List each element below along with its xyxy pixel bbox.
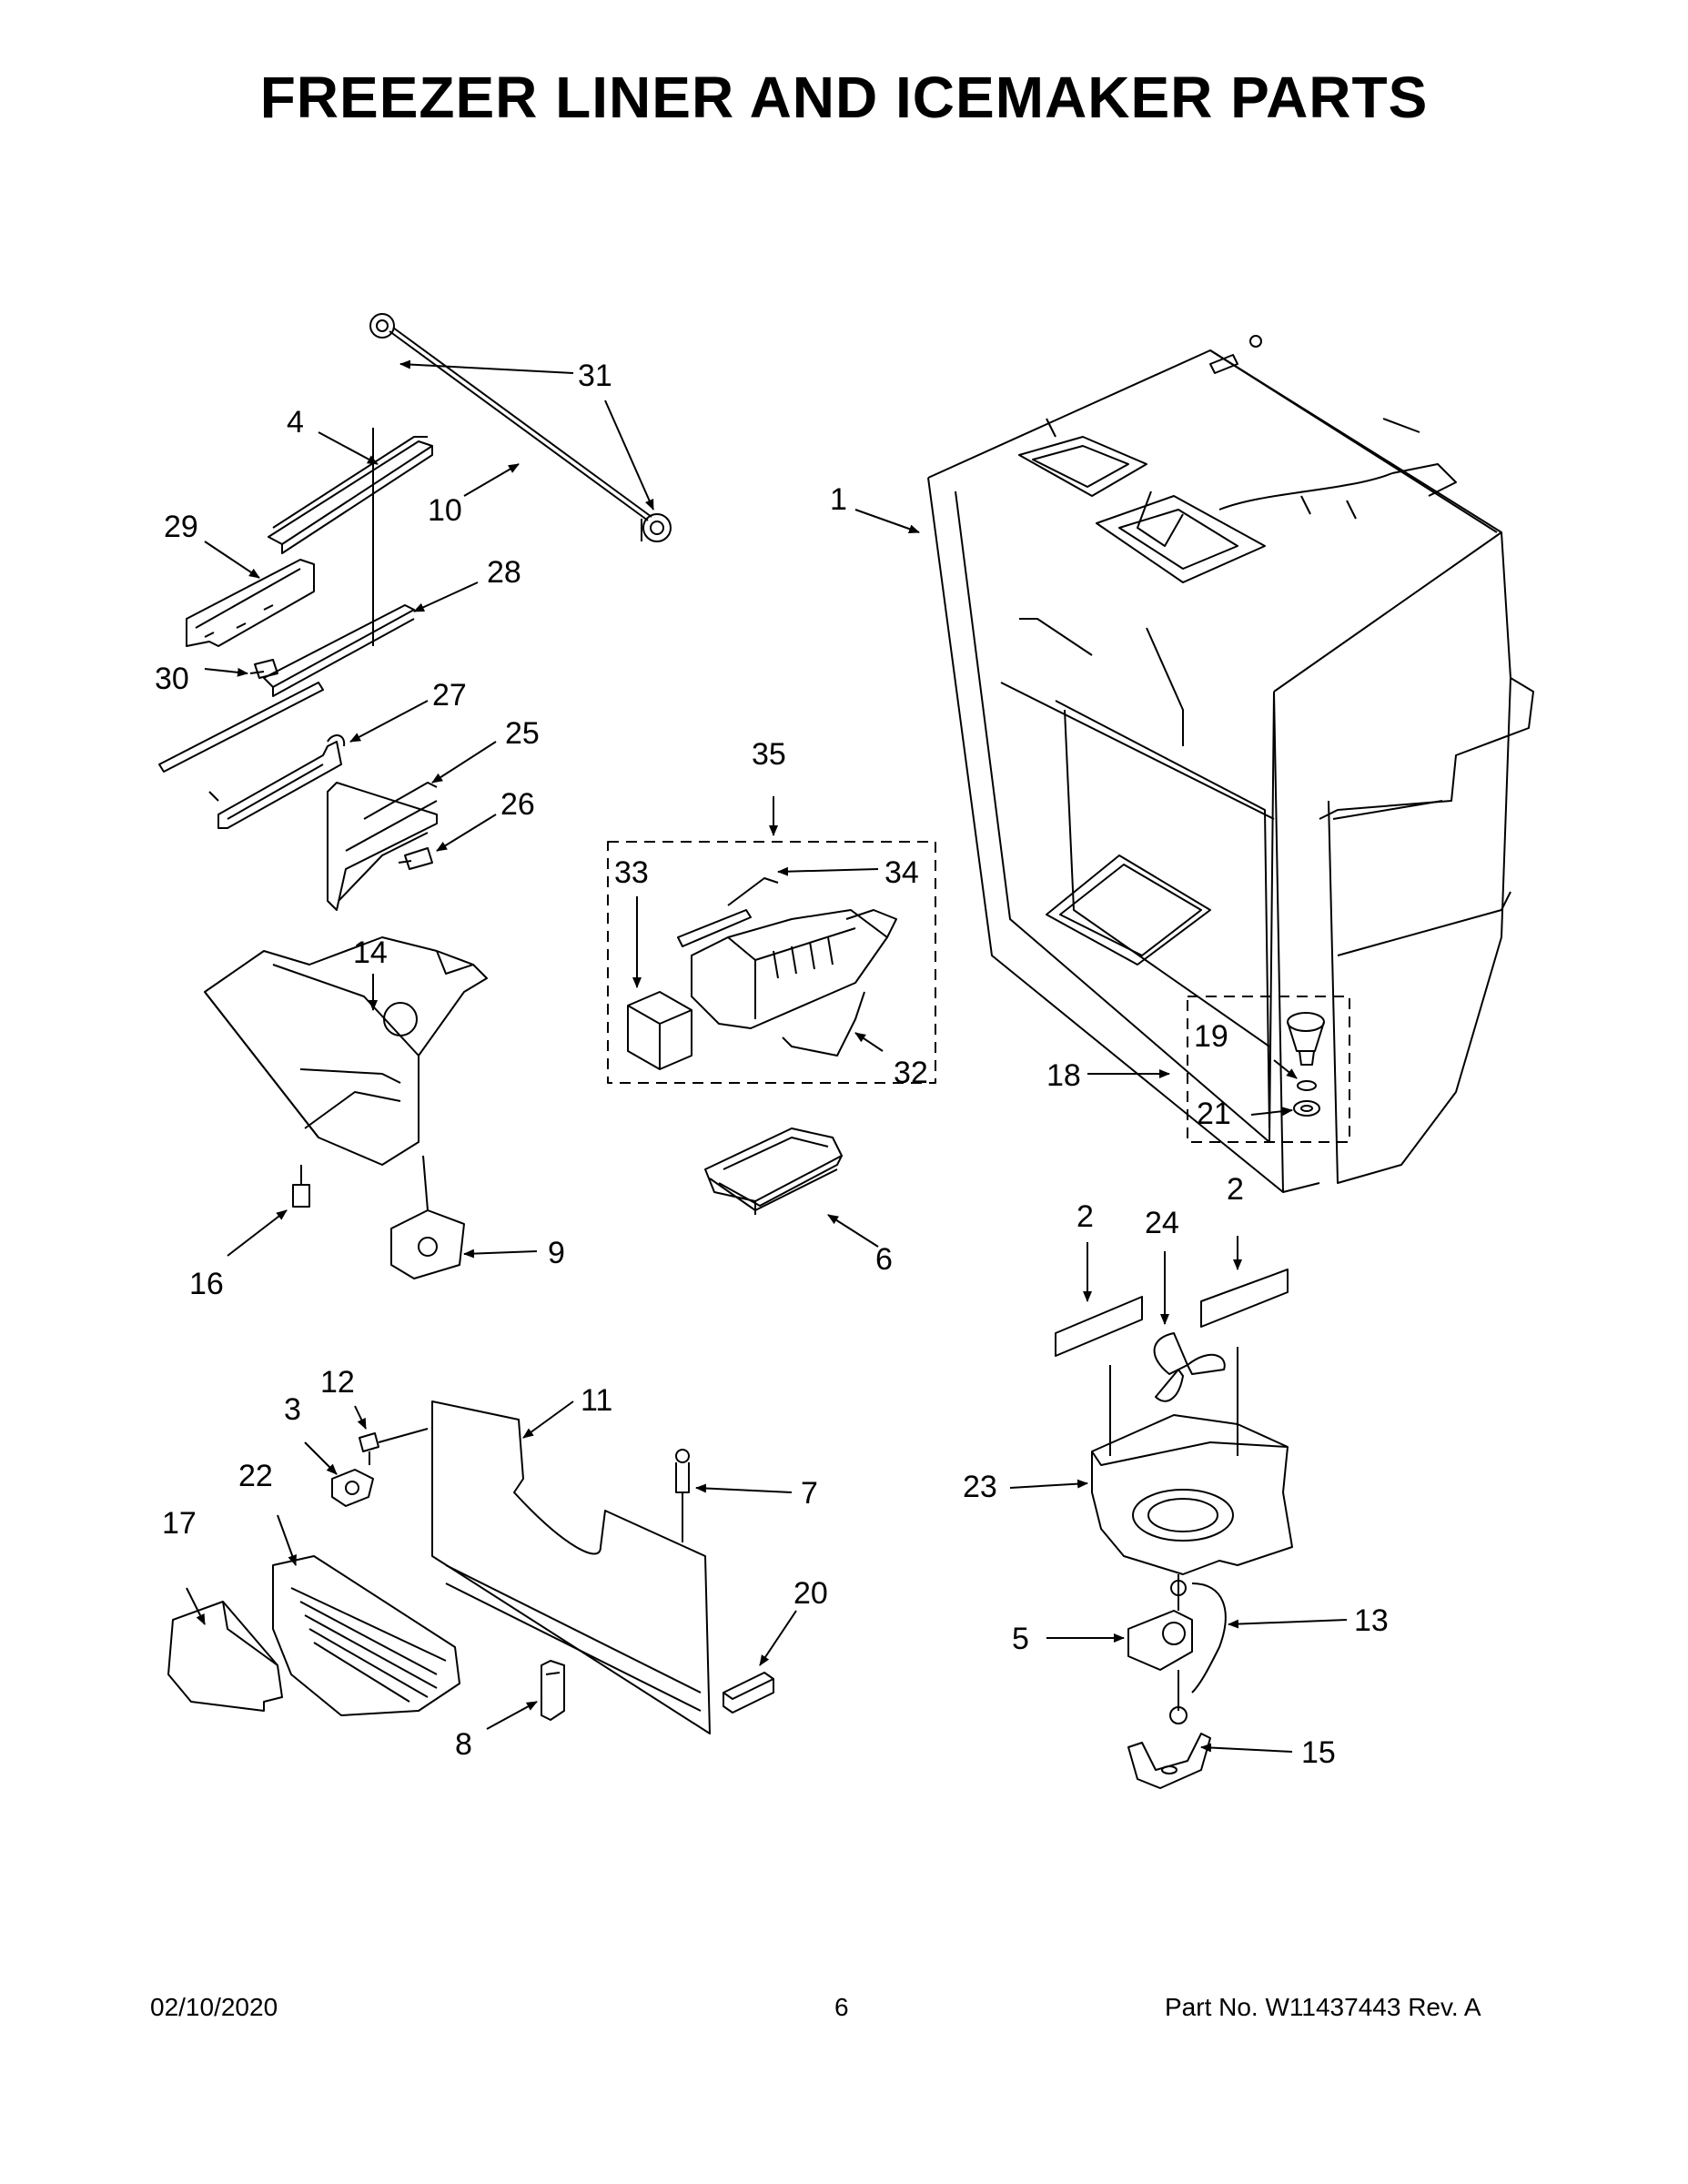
part-ice-chute-housing <box>204 936 488 1166</box>
callout-32: 32 <box>894 1056 928 1090</box>
icemaker-assembly-boundary <box>607 841 936 1084</box>
assembly-boundary-18 <box>1187 996 1350 1143</box>
callout-17: 17 <box>162 1506 197 1541</box>
callout-leaders <box>186 359 1348 1753</box>
part-fan-blade <box>1109 1332 1238 1456</box>
part-grille <box>272 1555 460 1716</box>
part-foam-strip <box>723 1672 774 1714</box>
callout-11: 11 <box>581 1383 612 1418</box>
part-rail <box>268 436 433 554</box>
part-clip <box>541 1660 565 1721</box>
callout-29: 29 <box>164 510 198 544</box>
part-control-box <box>627 991 692 1070</box>
part-shaft-with-gears <box>369 313 672 542</box>
callout-15: 15 <box>1301 1735 1336 1770</box>
callout-8: 8 <box>455 1727 472 1762</box>
callout-14: 14 <box>353 935 388 970</box>
part-bracket <box>186 559 315 647</box>
part-fan-housing <box>1091 1414 1293 1575</box>
callout-23: 23 <box>963 1470 997 1504</box>
part-motor <box>390 1155 465 1279</box>
callout-35: 35 <box>752 737 786 772</box>
callout-18: 18 <box>1046 1058 1081 1093</box>
part-screw-26 <box>398 847 433 870</box>
callout-34: 34 <box>884 855 919 890</box>
callout-9: 9 <box>548 1236 565 1270</box>
part-foam-pad-right <box>1200 1269 1289 1328</box>
callout-31: 31 <box>578 359 612 393</box>
callout-26: 26 <box>500 787 535 822</box>
callout-19: 19 <box>1194 1019 1228 1054</box>
callout-2-left: 2 <box>1076 1199 1094 1234</box>
part-damper <box>331 1469 374 1507</box>
callout-27: 27 <box>432 678 467 713</box>
part-connector <box>292 1165 310 1208</box>
part-wire <box>1191 1582 1227 1694</box>
callout-33: 33 <box>614 855 649 890</box>
callout-22: 22 <box>238 1459 273 1493</box>
callout-28: 28 <box>487 555 521 590</box>
part-wire-arm <box>782 991 865 1057</box>
part-icemaker-body <box>691 909 897 1029</box>
part-ice-bucket <box>704 1127 843 1215</box>
part-screw-12 <box>359 1428 429 1465</box>
footer-date: 02/10/2020 <box>150 1993 278 2021</box>
callout-1: 1 <box>830 482 847 517</box>
page-title: FREEZER LINER AND ICEMAKER PARTS <box>259 65 1429 130</box>
part-freezer-liner <box>927 335 1534 1193</box>
callout-7: 7 <box>801 1476 818 1511</box>
part-foam-pad-left <box>1055 1296 1143 1357</box>
part-washer <box>1293 1080 1320 1117</box>
part-bracket-plate <box>327 782 438 911</box>
callout-30: 30 <box>155 662 189 696</box>
callout-21: 21 <box>1197 1097 1231 1131</box>
part-motor-bracket <box>1127 1670 1211 1789</box>
part-fan-motor <box>1127 1574 1193 1671</box>
callout-16: 16 <box>189 1267 224 1301</box>
callout-20: 20 <box>793 1576 828 1611</box>
callout-10: 10 <box>428 493 462 528</box>
callout-labels: 31 4 10 1 29 28 30 27 25 35 26 33 34 14 … <box>155 359 1389 1770</box>
part-screw <box>249 659 278 679</box>
footer-part-number: Part No. W11437443 Rev. A <box>1165 1993 1481 2021</box>
callout-2-right: 2 <box>1227 1172 1244 1207</box>
footer-page-number: 6 <box>834 1993 849 2021</box>
callout-24: 24 <box>1145 1206 1179 1240</box>
part-fitting <box>1287 1012 1325 1066</box>
callout-3: 3 <box>284 1392 301 1427</box>
part-rail-with-hook <box>158 682 346 829</box>
part-duct-cover <box>431 1400 711 1734</box>
part-thermistor <box>675 1449 690 1542</box>
part-wire-harness <box>677 877 779 947</box>
part-slide <box>263 428 415 697</box>
callout-25: 25 <box>505 716 540 751</box>
callout-5: 5 <box>1012 1622 1029 1656</box>
callout-4: 4 <box>287 405 304 440</box>
part-cover <box>167 1601 283 1712</box>
callout-12: 12 <box>320 1365 355 1400</box>
callout-13: 13 <box>1354 1603 1389 1638</box>
callout-6: 6 <box>875 1242 893 1277</box>
